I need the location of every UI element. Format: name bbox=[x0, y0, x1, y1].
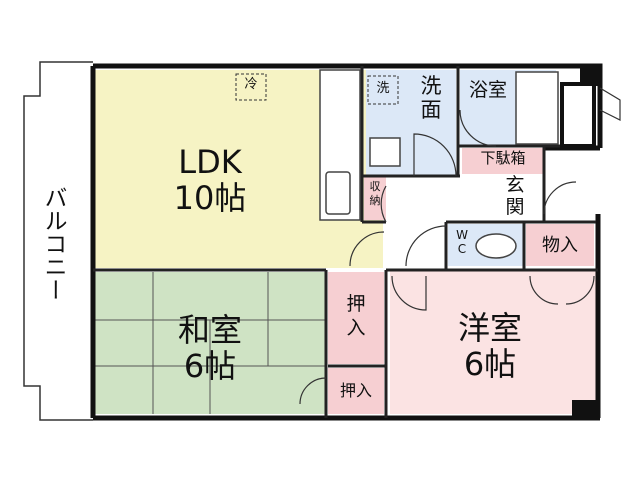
shaft bbox=[560, 82, 596, 148]
oshiire-lower-area bbox=[328, 368, 384, 414]
oshiire-upper-label: 押 入 bbox=[346, 293, 366, 339]
washer-box bbox=[367, 75, 399, 105]
senmen-label: 洗 面 bbox=[420, 74, 442, 122]
balcony bbox=[23, 61, 93, 421]
fridge-label: 冷 bbox=[244, 77, 258, 92]
balcony-label: バルコニー bbox=[40, 186, 66, 301]
oshiire-lower-label: 押入 bbox=[339, 381, 372, 400]
getabako-area bbox=[462, 148, 544, 174]
shunou-area bbox=[364, 176, 386, 220]
washbasin bbox=[369, 137, 401, 167]
oshiire-upper-area bbox=[328, 272, 384, 364]
pillar-ne bbox=[580, 64, 600, 86]
shunou-label: 収 納 bbox=[369, 180, 381, 207]
monoire-label: 物入 bbox=[542, 235, 578, 256]
wc-label: W C bbox=[456, 228, 468, 256]
kitchen-sink bbox=[325, 171, 351, 215]
genkan-label: 玄 関 bbox=[505, 174, 525, 218]
washitsu-label: 和室 6帖 bbox=[177, 311, 242, 385]
washer-label: 洗 bbox=[376, 81, 390, 96]
yokushitsu-label: 浴室 bbox=[468, 79, 507, 101]
yoshitsu-label: 洋室 6帖 bbox=[457, 309, 522, 383]
yoshitsu-room bbox=[390, 270, 596, 414]
ldk-label: LDK 10帖 bbox=[173, 143, 247, 217]
tatami-lines bbox=[93, 272, 326, 414]
pillar-se bbox=[572, 400, 600, 420]
monoire-area bbox=[526, 224, 594, 266]
toilet bbox=[475, 233, 517, 259]
fridge-box bbox=[235, 73, 267, 101]
bathtub bbox=[515, 71, 559, 145]
door-swings bbox=[299, 87, 621, 405]
getabako-label: 下駄箱 bbox=[480, 149, 526, 167]
inner-walls bbox=[93, 66, 598, 418]
